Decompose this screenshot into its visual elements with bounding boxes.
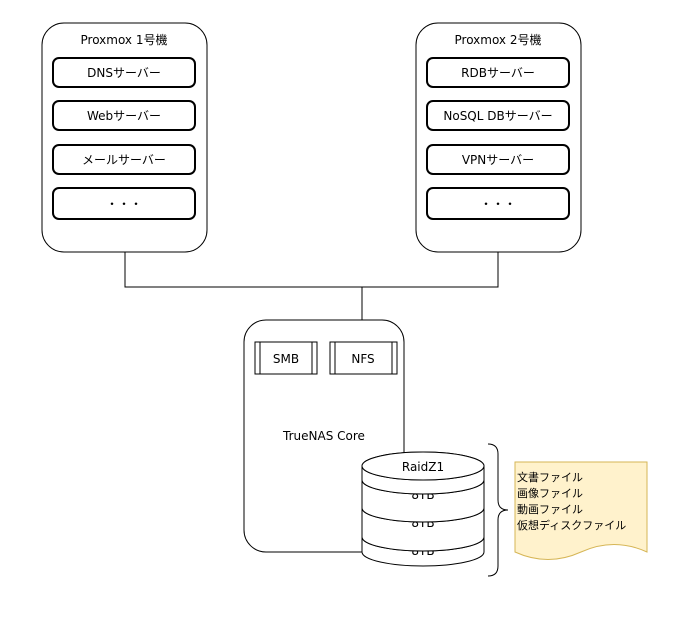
service-box-dns: [52, 57, 196, 88]
service-label-more-2: ・・・: [480, 197, 516, 211]
note-line-4: 仮想ディスクファイル: [517, 518, 626, 532]
proxmox-server-1: Proxmox 1号機 DNSサーバー Webサーバー メールサーバー ・・・: [41, 22, 208, 253]
smb-box: SMB: [254, 341, 318, 375]
service-label-more-1: ・・・: [106, 197, 142, 211]
service-box-nosql: [426, 100, 570, 131]
service-box-rdb: [426, 57, 570, 88]
service-box-more-1: [52, 187, 196, 220]
nas-title: TrueNAS Core: [282, 429, 365, 443]
service-label-mail: メールサーバー: [82, 153, 166, 167]
service-label-dns: DNSサーバー: [87, 66, 161, 80]
service-label-nosql: NoSQL DBサーバー: [443, 109, 552, 123]
connector-server2: [362, 252, 499, 288]
connector-server1: [124, 252, 362, 288]
note-line-3: 動画ファイル: [517, 502, 583, 516]
nfs-label: NFS: [351, 352, 374, 366]
service-label-vpn: VPNサーバー: [462, 153, 534, 167]
server-title-1: Proxmox 1号機: [81, 32, 168, 47]
pool-name: RaidZ1: [402, 460, 444, 474]
service-box-mail: [52, 144, 196, 175]
curly-brace: [487, 443, 509, 577]
storage-pool: 8TB 8TB 8TB RaidZ1: [361, 451, 485, 567]
pool-cap: RaidZ1: [361, 451, 485, 495]
service-label-rdb: RDBサーバー: [461, 66, 535, 80]
note-line-2: 画像ファイル: [517, 487, 583, 500]
server-title-2: Proxmox 2号機: [455, 32, 542, 47]
note-line-1: 文書ファイル: [517, 470, 583, 484]
service-box-vpn: [426, 144, 570, 175]
proxmox-server-2: Proxmox 2号機 RDBサーバー NoSQL DBサーバー VPNサーバー…: [415, 22, 582, 253]
files-note: 文書ファイル 画像ファイル 動画ファイル 仮想ディスクファイル: [514, 461, 648, 560]
service-label-web: Webサーバー: [87, 109, 161, 123]
nfs-box: NFS: [329, 341, 398, 375]
service-box-more-2: [426, 187, 570, 220]
note-shape: [514, 461, 648, 560]
service-box-web: [52, 100, 196, 131]
smb-label: SMB: [273, 352, 299, 366]
